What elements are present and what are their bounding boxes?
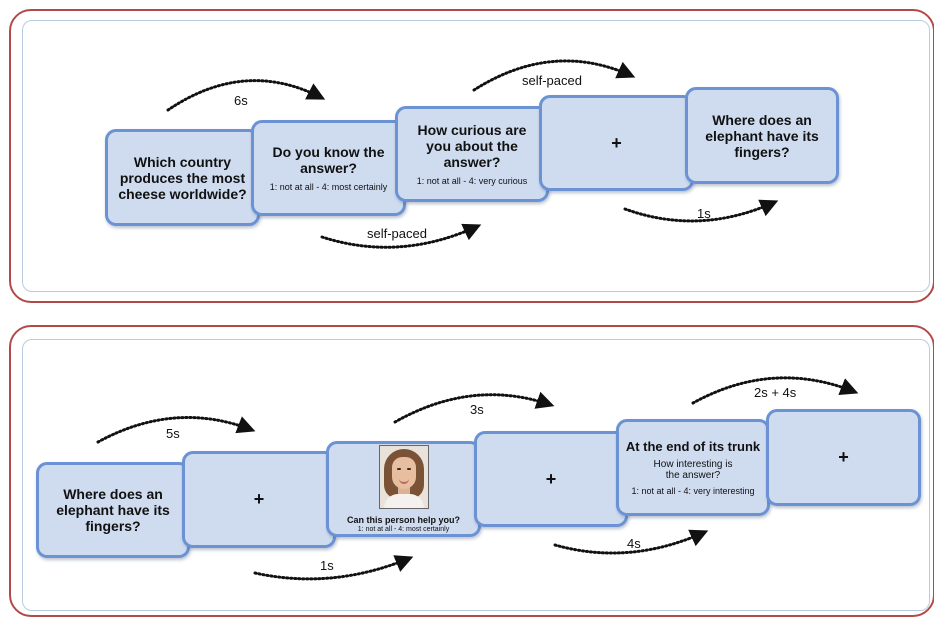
arrow-3s	[393, 391, 555, 424]
fixation-cross: +	[838, 447, 849, 467]
card-knowledge-scale: 1: not at all - 4: most certainly	[269, 182, 388, 192]
label-5s: 5s	[166, 426, 180, 441]
label-2s-4s: 2s + 4s	[754, 385, 797, 400]
face-photo	[378, 444, 429, 509]
card-question-text: Which country produces the most cheese w…	[118, 153, 247, 202]
card-fixation-2: +	[474, 431, 628, 527]
card-question-repeat-text: Where does an elephant have its fingers?	[56, 486, 170, 534]
card-next-question-text: Where does an elephant have its fingers?	[705, 111, 819, 160]
card-next-question: Where does an elephant have its fingers?	[685, 87, 839, 184]
label-4s: 4s	[627, 536, 641, 551]
card-answer-text: At the end of its trunk	[625, 439, 761, 454]
card-helper-rating: Can this person help you? 1: not at all …	[326, 441, 481, 537]
arrow-self-paced-upper	[472, 59, 636, 92]
arrow-4s	[553, 529, 709, 555]
fixation-cross: +	[545, 468, 557, 489]
card-fixation-1: +	[182, 451, 336, 548]
label-6s: 6s	[234, 93, 248, 108]
card-fixation-3: +	[766, 409, 921, 506]
arrow-1s-bottom	[253, 555, 414, 581]
arrow-2s-4s	[691, 376, 859, 405]
fixation-cross: +	[253, 489, 265, 509]
arrow-5s	[96, 416, 256, 444]
card-answer-interest-question: How interesting is the answer?	[653, 459, 733, 481]
card-question-repeat: Where does an elephant have its fingers?	[36, 462, 190, 558]
card-answer-scale: 1: not at all - 4: very interesting	[631, 486, 755, 496]
card-curiosity-text: How curious are you about the answer?	[417, 122, 527, 170]
label-1s-bottom: 1s	[320, 558, 334, 573]
label-self-paced-upper: self-paced	[522, 73, 582, 88]
card-curiosity-rating: How curious are you about the answer? 1:…	[395, 106, 549, 202]
arrow-self-paced-lower	[320, 223, 482, 249]
label-self-paced-lower: self-paced	[367, 226, 427, 241]
card-answer-rating: At the end of its trunk How interesting …	[616, 419, 770, 516]
card-knowledge-rating: Do you know the answer? 1: not at all - …	[251, 120, 406, 216]
arrow-6s	[166, 79, 326, 112]
arrow-1s-top	[623, 199, 779, 223]
card-curiosity-scale: 1: not at all - 4: very curious	[416, 176, 528, 186]
label-3s: 3s	[470, 402, 484, 417]
fixation-cross: +	[611, 132, 622, 153]
card-question: Which country produces the most cheese w…	[105, 129, 260, 226]
card-helper-text: Can this person help you?	[346, 514, 460, 525]
card-helper-scale: 1: not at all - 4: most certainly	[357, 525, 450, 533]
card-fixation-top: +	[539, 95, 694, 191]
label-1s-top: 1s	[697, 206, 711, 221]
card-knowledge-text: Do you know the answer?	[272, 144, 385, 176]
